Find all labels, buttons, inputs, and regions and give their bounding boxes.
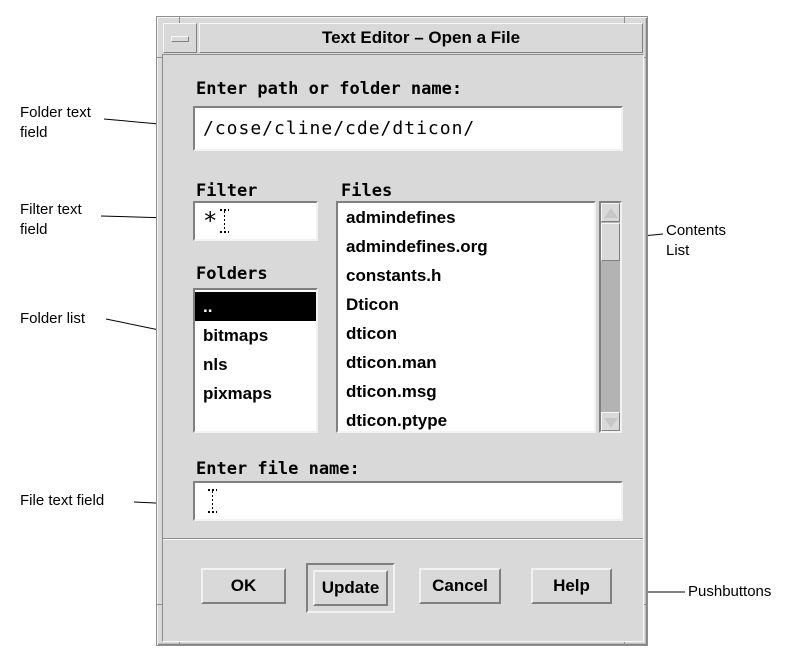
folder-item[interactable]: bitmaps [195, 321, 316, 350]
frame-notch [624, 639, 625, 645]
help-button[interactable]: Help [531, 568, 612, 604]
file-item[interactable]: admindefines [338, 203, 594, 232]
folder-item-label: .. [203, 297, 213, 316]
arrow-down-icon [603, 418, 618, 428]
frame-notch [624, 17, 625, 23]
cancel-button[interactable]: Cancel [419, 568, 501, 604]
window-menu-icon [171, 36, 189, 42]
file-item-label: dticon.ptype [346, 411, 448, 430]
annotation-contents-list: Contents List [666, 222, 727, 259]
annotation-pushbuttons: Pushbuttons [688, 583, 772, 600]
button-separator [163, 538, 643, 540]
folder-item-label: pixmaps [203, 384, 272, 403]
file-item[interactable]: dticon.man [338, 348, 594, 377]
file-item-label: admindefines [346, 208, 456, 227]
file-item[interactable]: dticon [338, 319, 594, 348]
folder-item-label: nls [203, 355, 228, 374]
open-file-dialog: Text Editor – Open a File Enter path or … [156, 16, 648, 646]
file-item-label: constants.h [346, 266, 442, 285]
annotation-filter-text-field: Filter text field [20, 201, 82, 238]
folders-list[interactable]: .. bitmaps nls pixmaps [193, 288, 318, 433]
titlebar[interactable]: Text Editor – Open a File [199, 23, 643, 53]
text-cursor-icon [208, 489, 217, 513]
file-item[interactable]: Dticon [338, 290, 594, 319]
path-value: /cose/cline/cde/dticon/ [203, 118, 476, 139]
folder-item[interactable]: .. [195, 292, 316, 321]
path-input[interactable]: /cose/cline/cde/dticon/ [193, 106, 623, 151]
file-item-label: dticon.msg [346, 382, 437, 401]
text-cursor-icon [220, 209, 230, 233]
frame-notch [157, 604, 163, 605]
update-default-frame: Update [306, 563, 395, 613]
frame-notch [179, 17, 180, 23]
file-item[interactable]: constants.h [338, 261, 594, 290]
files-list[interactable]: admindefines admindefines.org constants.… [336, 201, 596, 433]
arrow-up-icon [603, 208, 618, 218]
window-menu-button[interactable] [163, 23, 197, 53]
cancel-button-label: Cancel [432, 576, 488, 595]
ok-button-label: OK [230, 576, 257, 595]
filter-value: * [203, 207, 218, 235]
folder-item[interactable]: nls [195, 350, 316, 379]
scroll-down-button[interactable] [601, 412, 620, 431]
file-item[interactable]: dticon.msg [338, 377, 594, 406]
files-scrollbar[interactable] [599, 201, 622, 433]
annotation-folder-list: Folder list [20, 310, 86, 327]
scrollbar-thumb[interactable] [601, 223, 620, 261]
annotation-file-text-field: File text field [20, 492, 105, 509]
annotation-folder-text-field: Folder text field [20, 104, 91, 141]
frame-notch [179, 639, 180, 645]
file-item-label: dticon [346, 324, 397, 343]
update-button-label: Update [321, 578, 380, 597]
scroll-up-button[interactable] [601, 203, 620, 222]
ok-button[interactable]: OK [201, 568, 286, 604]
files-label: Files [341, 181, 393, 201]
file-item[interactable]: dticon.ptype [338, 406, 594, 431]
file-item-label: dticon.man [346, 353, 437, 372]
file-item-label: Dticon [346, 295, 399, 314]
window-title: Text Editor – Open a File [321, 28, 521, 47]
filter-input[interactable]: * [193, 201, 318, 241]
frame-notch [157, 57, 163, 58]
frame-notch [641, 57, 647, 58]
file-item-label: admindefines.org [346, 237, 488, 256]
filename-input[interactable] [193, 481, 623, 521]
frame-notch [641, 604, 647, 605]
folders-label: Folders [196, 264, 268, 284]
help-button-label: Help [553, 576, 590, 595]
filter-label: Filter [196, 181, 258, 201]
folder-item[interactable]: pixmaps [195, 379, 316, 408]
filename-label: Enter file name: [196, 459, 360, 479]
file-item[interactable]: admindefines.org [338, 232, 594, 261]
folder-item-label: bitmaps [203, 326, 269, 345]
path-label: Enter path or folder name: [196, 79, 463, 99]
update-button[interactable]: Update [313, 570, 388, 606]
